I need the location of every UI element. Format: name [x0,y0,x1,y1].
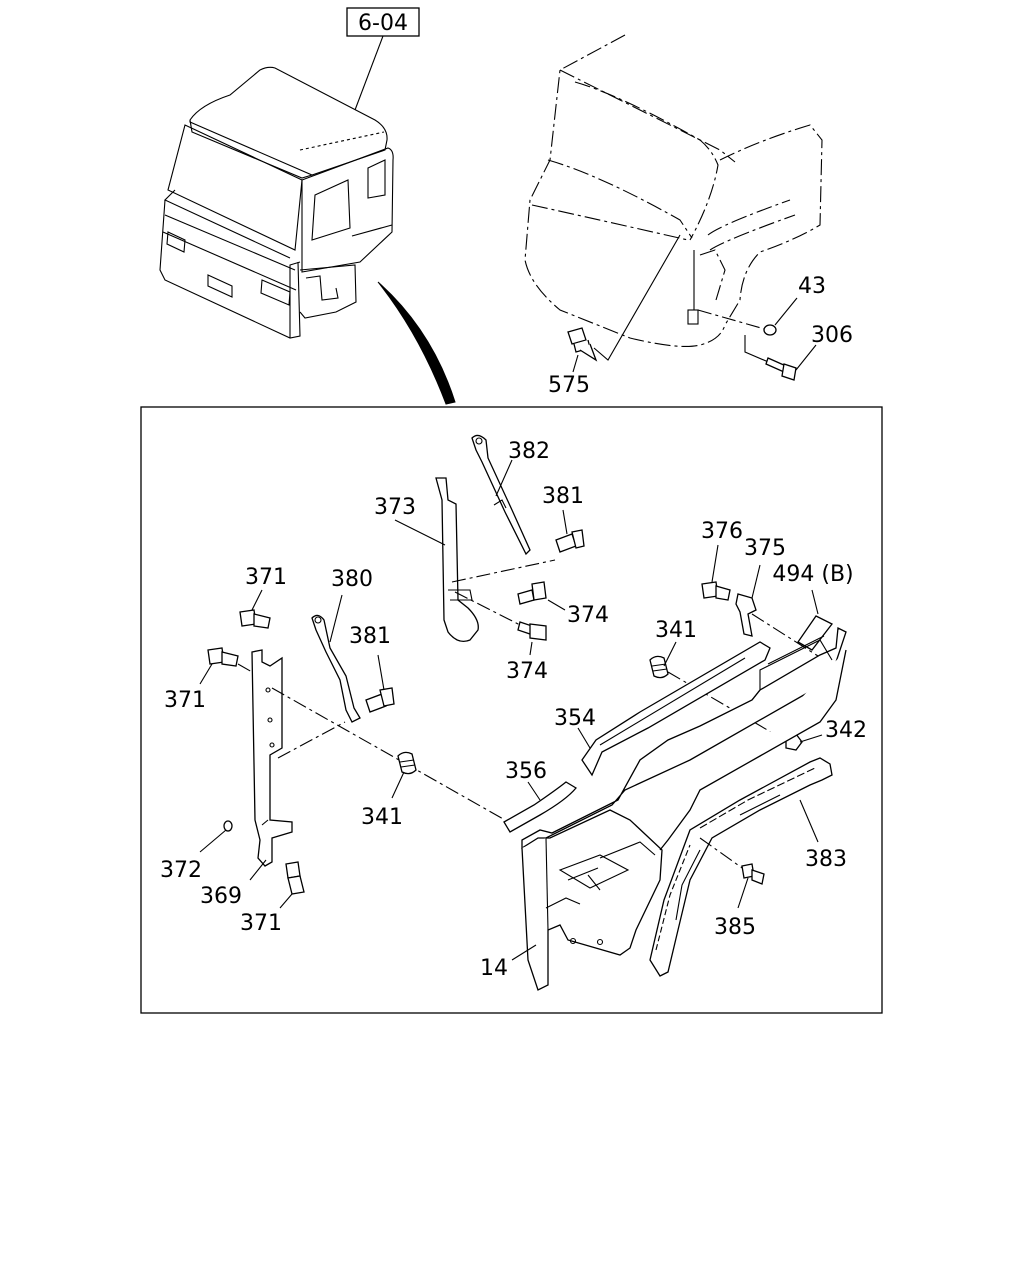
label-381-lower: 381 [349,624,391,649]
leader-374-b [529,641,533,656]
part-43-washer[interactable] [763,324,777,336]
leader-494b [811,589,819,615]
label-14: 14 [480,956,508,981]
centerline-43 [697,309,769,331]
part-354-rail[interactable] [581,641,771,777]
label-371-mid: 371 [164,688,206,713]
label-385: 385 [714,915,756,940]
part-382-stay[interactable] [471,434,531,556]
label-372: 372 [160,858,202,883]
label-354: 354 [554,706,596,731]
label-380: 380 [331,567,373,592]
centerline-341-b [667,671,789,743]
centerline-341-a [271,687,506,821]
part-341-clip-right[interactable] [649,655,669,679]
label-374-a: 374 [567,603,609,628]
leader-306 [795,344,817,371]
label-374-b: 374 [506,659,548,684]
part-385-screw[interactable] [741,863,765,885]
part-374-bolt-b[interactable] [517,621,547,641]
part-371-bolt-bottom[interactable] [285,861,305,895]
label-356: 356 [505,759,547,784]
leader-375 [751,564,761,599]
centerline-306 [744,335,774,365]
part-356-strip[interactable] [503,781,577,833]
reference-box[interactable]: 6-04 [346,7,420,37]
part-371-bolt-mid[interactable] [207,647,239,667]
leader-373 [394,519,446,546]
part-374-bolt-a[interactable] [517,581,547,605]
label-371-top: 371 [245,565,287,590]
label-382: 382 [508,439,550,464]
reference-leader [354,35,384,111]
part-341-clip-left[interactable] [397,751,417,775]
leader-380 [329,594,343,643]
part-372-clip[interactable] [223,820,233,832]
leader-381-upper [562,509,568,535]
part-383-mudguard[interactable] [649,757,833,977]
leader-356 [527,781,541,801]
label-371-bottom: 371 [240,911,282,936]
centerline-374-b [454,591,531,631]
label-381-upper: 381 [542,484,584,509]
label-375: 375 [744,536,786,561]
part-375-clip[interactable] [735,593,757,637]
leader-354 [577,727,591,749]
leader-341-right [663,641,677,667]
leader-381-lower [377,654,385,691]
leader-342 [799,734,823,743]
centerline-380 [277,721,346,759]
part-380-stay[interactable] [311,614,361,723]
part-14-step-panel[interactable] [521,626,847,991]
label-341-right: 341 [655,618,697,643]
part-575-screw[interactable] [567,327,598,362]
leader-385 [737,877,749,909]
leader-372 [199,829,227,853]
part-306-bolt[interactable] [765,357,797,381]
label-494b: 494 (B) [772,562,853,587]
leader-382 [495,459,513,497]
leader-376 [711,544,719,583]
label-341-left: 341 [361,805,403,830]
part-381-bolt-upper[interactable] [555,529,585,553]
part-373-bracket[interactable] [435,477,479,643]
label-369: 369 [200,884,242,909]
label-342: 342 [825,718,867,743]
leader-371-top [251,589,263,611]
part-376-bolt[interactable] [701,581,731,601]
centerline-375 [751,613,819,657]
cab-overview-drawing [159,66,394,339]
centerline-374-a [451,559,556,583]
detail-arrow [377,281,456,405]
cab-side-phantom [524,34,823,361]
label-43: 43 [798,274,826,299]
label-383: 383 [805,847,847,872]
leader-369 [249,859,267,881]
part-371-bolt-top[interactable] [239,609,271,629]
leader-575 [572,354,579,373]
leader-43 [774,297,798,326]
leader-371-bottom [279,893,293,909]
centerline-385 [699,837,746,871]
detail-frame [140,406,883,1014]
label-376: 376 [701,519,743,544]
leader-383 [799,799,819,843]
part-494b-hose[interactable] [797,615,833,651]
leader-371-mid [199,663,213,685]
leader-14 [511,944,537,961]
label-575: 575 [548,373,590,398]
leader-341-left [391,771,405,799]
label-373: 373 [374,495,416,520]
reference-box-label: 6-04 [358,11,408,36]
leader-374-a [547,599,566,611]
part-381-bolt-lower[interactable] [365,687,395,713]
part-369-bracket[interactable] [251,649,293,867]
centerline-371-mid [237,663,253,673]
label-306: 306 [811,323,853,348]
